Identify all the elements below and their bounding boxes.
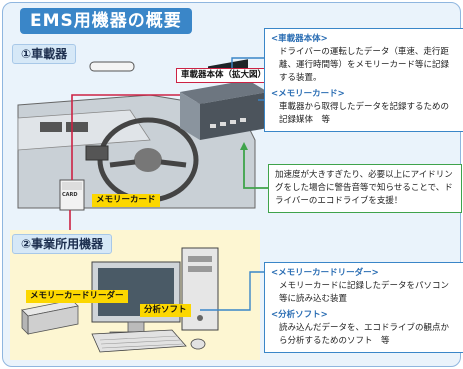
card-reader-illustration xyxy=(21,299,79,335)
keyboard-illustration xyxy=(91,329,187,353)
memory-card-illustration xyxy=(59,179,85,211)
label-card-reader: メモリーカードリーダー xyxy=(26,290,128,303)
info-text-unit: ドライバーの運転したデータ（車速、走行距離、運行時間等）をメモリーカード等に記録… xyxy=(279,47,450,83)
info-heading-unit: <車載器本体> xyxy=(271,34,328,44)
section-onboard-unit: ①車載器 xyxy=(12,44,77,64)
section-office-equipment: ②事業所用機器 xyxy=(12,234,113,254)
info-heading-reader: <メモリーカードリーダー> xyxy=(271,268,379,278)
mouse-illustration xyxy=(190,338,206,350)
pc-tower-illustration xyxy=(181,247,219,331)
info-text-card: 車載器から取得したデータを記録するための記録媒体 等 xyxy=(279,102,450,125)
onboard-unit-illustration xyxy=(180,59,268,140)
diagram-title: EMS用機器の概要 xyxy=(20,8,192,34)
info-text-software: 読み込んだデータを、エコドライブの観点から分析するためのソフト 等 xyxy=(279,323,450,346)
mirror-illustration xyxy=(89,61,135,72)
card-text: CARD xyxy=(62,192,78,198)
info-heading-card: <メモリーカード> xyxy=(271,89,345,99)
info-box-office: <メモリーカードリーダー> メモリーカードに記録したデータをパソコン等に読み込む… xyxy=(264,262,463,353)
info-box-onboard: <車載器本体> ドライバーの運転したデータ（車速、走行距離、運行時間等）をメモリ… xyxy=(264,28,463,132)
info-text-reader: メモリーカードに記録したデータをパソコン等に読み込む装置 xyxy=(279,281,450,304)
label-memory-card: メモリーカード xyxy=(92,194,160,207)
info-box-eco-drive: 加速度が大きすぎたり、必要以上にアイドリングをした場合に警告音等で知らせることで… xyxy=(268,164,462,213)
label-analysis-software: 分析ソフト xyxy=(140,304,191,317)
info-heading-software: <分析ソフト> xyxy=(271,310,328,320)
label-onboard-unit: 車載器本体（拡大図） xyxy=(176,68,272,83)
